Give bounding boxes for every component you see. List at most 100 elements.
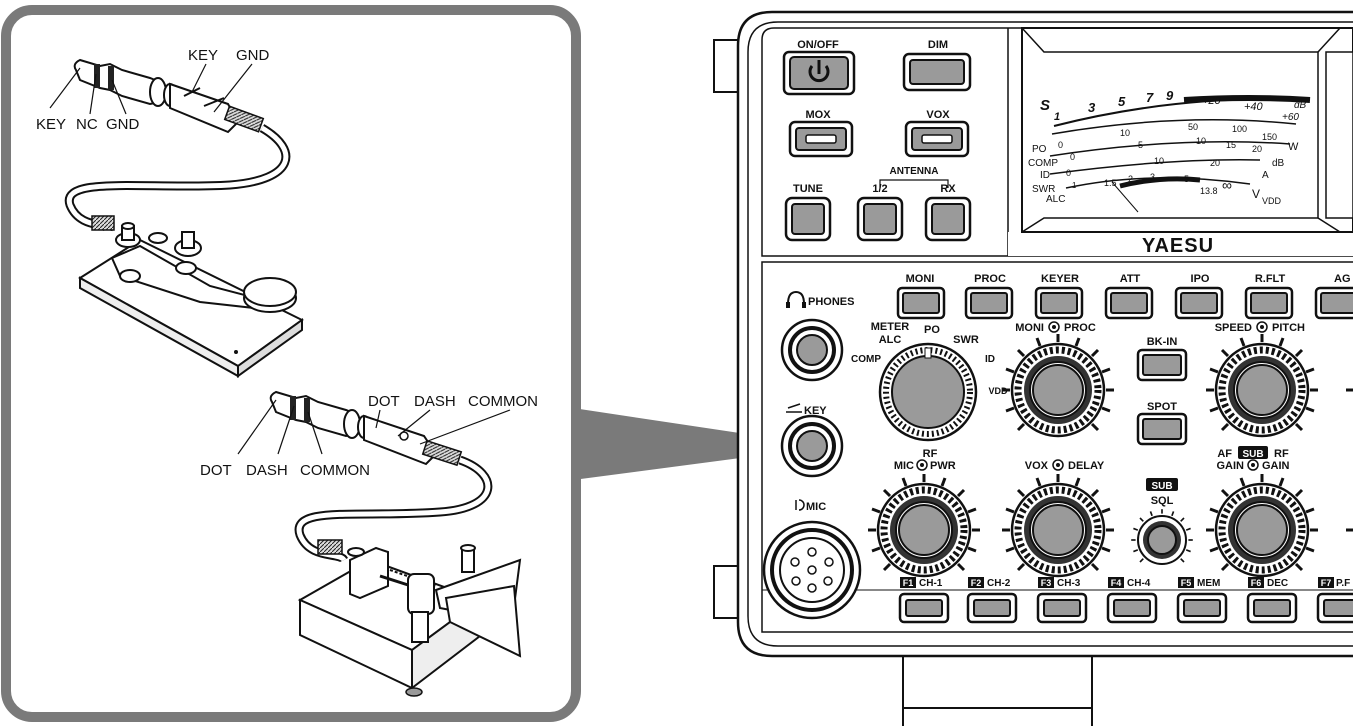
svg-text:∞: ∞ xyxy=(1222,177,1232,193)
svg-text:METER: METER xyxy=(871,321,910,333)
svg-text:100: 100 xyxy=(1232,124,1247,134)
key-jack[interactable] xyxy=(780,414,844,478)
svg-text:F7: F7 xyxy=(1321,578,1332,588)
svg-text:GAIN: GAIN xyxy=(1262,460,1290,472)
spot-button[interactable] xyxy=(1136,412,1188,446)
svg-text:ALC: ALC xyxy=(879,334,902,346)
antenna-12-button[interactable] xyxy=(856,196,904,242)
svg-text:SQL: SQL xyxy=(1151,495,1174,507)
svg-text:AF: AF xyxy=(1217,448,1232,460)
antenna-group-label: ANTENNA xyxy=(890,166,939,177)
moni-label: MONI xyxy=(906,273,935,285)
svg-text:0: 0 xyxy=(1066,168,1071,178)
svg-text:SUB: SUB xyxy=(1242,449,1263,460)
svg-text:SWR: SWR xyxy=(1032,184,1055,195)
svg-text:VDD: VDD xyxy=(988,386,1008,396)
svg-text:F5: F5 xyxy=(1181,578,1192,588)
phones-jack[interactable] xyxy=(780,318,844,382)
svg-text:CH-4: CH-4 xyxy=(1127,578,1151,589)
keyer-label: KEYER xyxy=(1041,273,1079,285)
svg-text:PO: PO xyxy=(924,324,940,336)
svg-text:20: 20 xyxy=(1252,144,1262,154)
svg-text:V: V xyxy=(1252,187,1260,201)
svg-text:5: 5 xyxy=(1118,94,1126,109)
vox-button[interactable] xyxy=(904,120,970,158)
f7-button[interactable] xyxy=(1316,592,1353,624)
agc-button[interactable] xyxy=(1314,286,1353,320)
svg-text:9: 9 xyxy=(1166,88,1174,103)
svg-text:150: 150 xyxy=(1262,132,1277,142)
mic-connector[interactable] xyxy=(762,520,862,620)
straight-key-labels: KEY NC GND KEY GND xyxy=(36,47,270,133)
f3-button[interactable] xyxy=(1036,592,1088,624)
ipo-button[interactable] xyxy=(1174,286,1224,320)
svg-text:DEC: DEC xyxy=(1267,578,1288,589)
antenna-rx-button[interactable] xyxy=(924,196,972,242)
svg-text:F2: F2 xyxy=(971,578,982,588)
svg-text:MEM: MEM xyxy=(1197,578,1220,589)
rflt-button[interactable] xyxy=(1244,286,1294,320)
svg-text:PWR: PWR xyxy=(930,460,956,472)
svg-text:1: 1 xyxy=(1054,111,1060,123)
svg-text:CH-2: CH-2 xyxy=(987,578,1011,589)
proc-button[interactable] xyxy=(964,286,1014,320)
svg-text:VDD: VDD xyxy=(1262,196,1282,206)
f5-button[interactable] xyxy=(1176,592,1228,624)
svg-text:F4: F4 xyxy=(1111,578,1122,588)
sub-badge: SUB xyxy=(1151,481,1172,492)
label-nc-ring: NC xyxy=(76,116,98,133)
paddle-key-illustration xyxy=(269,390,522,697)
svg-text:+40: +40 xyxy=(1244,101,1264,113)
svg-text:MIC: MIC xyxy=(894,460,914,472)
svg-text:10: 10 xyxy=(1120,128,1130,138)
svg-text:A: A xyxy=(1262,170,1269,181)
sub-sql-knob[interactable] xyxy=(1130,508,1194,565)
label-key-wire: KEY xyxy=(188,47,218,64)
f2-button[interactable] xyxy=(966,592,1018,624)
svg-text:1: 1 xyxy=(1072,181,1077,190)
callout-pointer xyxy=(573,408,786,480)
meter-window: S 1 3 5 7 9 +20 +40 +60 dB PO 0 10 50 10… xyxy=(1021,27,1353,233)
keyer-button[interactable] xyxy=(1034,286,1084,320)
bkin-button[interactable] xyxy=(1136,348,1188,382)
dim-label: DIM xyxy=(928,39,948,51)
svg-text:RF: RF xyxy=(1274,448,1289,460)
f6-button[interactable] xyxy=(1246,592,1298,624)
f1-button[interactable] xyxy=(898,592,950,624)
label-common-sleeve: COMMON xyxy=(300,462,370,479)
svg-text:10: 10 xyxy=(1154,156,1164,166)
svg-text:10: 10 xyxy=(1196,136,1206,146)
svg-text:CH-3: CH-3 xyxy=(1057,578,1081,589)
svg-text:F3: F3 xyxy=(1041,578,1052,588)
svg-text:VOX: VOX xyxy=(1025,460,1049,472)
svg-text:S: S xyxy=(1040,97,1050,114)
svg-text:1.5: 1.5 xyxy=(1104,178,1117,188)
svg-text:COMP: COMP xyxy=(851,354,881,365)
f4-button[interactable] xyxy=(1106,592,1158,624)
label-gnd-wire: GND xyxy=(236,47,270,64)
power-button[interactable] xyxy=(782,50,856,96)
moni-button[interactable] xyxy=(896,286,946,320)
meter-select-knob[interactable] xyxy=(878,342,978,442)
mic-jack-label: MIC xyxy=(806,501,826,513)
svg-text:20: 20 xyxy=(1210,158,1220,168)
mox-button[interactable] xyxy=(788,120,854,158)
dim-button[interactable] xyxy=(902,52,972,92)
svg-text:SWR: SWR xyxy=(953,334,979,346)
brand-logo: YAESU xyxy=(1142,235,1214,257)
key-icon xyxy=(786,403,802,413)
label-dash-wire: DASH xyxy=(414,393,456,410)
svg-text:dB: dB xyxy=(1272,158,1285,169)
label-gnd-sleeve: GND xyxy=(106,116,140,133)
svg-text:PITCH: PITCH xyxy=(1272,322,1305,334)
label-common-wire: COMMON xyxy=(468,393,538,410)
svg-text:15: 15 xyxy=(1226,140,1236,150)
att-button[interactable] xyxy=(1104,286,1154,320)
svg-text:ID: ID xyxy=(985,354,995,365)
svg-text:3: 3 xyxy=(1150,172,1155,182)
phones-label: PHONES xyxy=(808,296,854,308)
tune-button[interactable] xyxy=(784,196,832,242)
svg-text:F1: F1 xyxy=(903,578,914,588)
